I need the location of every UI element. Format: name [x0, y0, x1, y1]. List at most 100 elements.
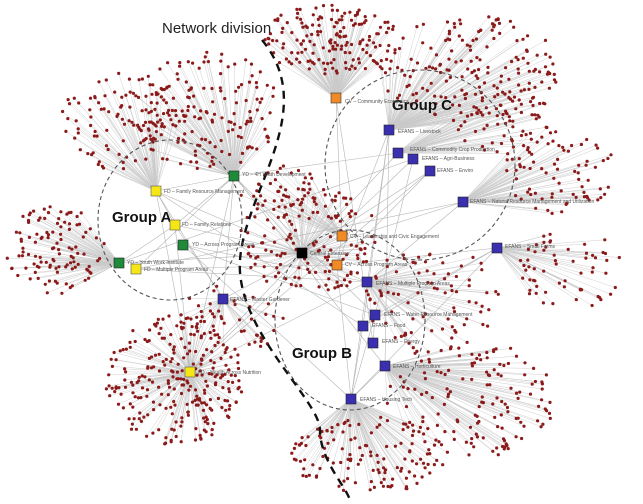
leaf-node — [475, 111, 479, 115]
hub-efans-agribiz[interactable] — [407, 153, 419, 165]
hub-cv-community[interactable] — [330, 92, 342, 104]
edge — [388, 113, 435, 131]
leaf-node — [172, 351, 176, 355]
hub-efans-natural[interactable] — [457, 196, 469, 208]
hub-cv-across[interactable] — [331, 259, 343, 271]
hub-edge — [182, 244, 352, 400]
leaf-node — [533, 113, 537, 117]
leaf-node — [290, 30, 294, 35]
leaf-node — [461, 377, 465, 381]
edge — [74, 98, 157, 192]
edge — [188, 106, 235, 177]
edge — [114, 92, 157, 192]
leaf-node — [147, 339, 151, 343]
leaf-node — [557, 181, 561, 185]
leaf-node — [200, 137, 204, 141]
leaf-node — [480, 268, 484, 272]
leaf-node — [127, 77, 131, 81]
leaf-node — [598, 187, 602, 191]
hub-efans-livestock[interactable] — [383, 124, 395, 136]
leaf-node — [429, 46, 433, 50]
leaf-node — [345, 273, 349, 278]
leaf-node — [92, 134, 96, 138]
hub-fd-family-mgmt[interactable] — [150, 185, 162, 197]
leaf-node — [75, 214, 79, 219]
hub-fd-health[interactable] — [184, 366, 196, 378]
leaf-node — [467, 284, 471, 288]
hub-label-efans-enviro: EFANS – Enviro — [437, 168, 473, 174]
leaf-node — [526, 34, 530, 38]
edge — [366, 281, 396, 338]
leaf-node — [282, 215, 286, 219]
leaf-node — [481, 322, 485, 327]
leaf-node — [423, 466, 427, 470]
leaf-node — [317, 285, 321, 289]
leaf-node — [526, 258, 530, 262]
leaf-node — [237, 85, 241, 89]
edge — [462, 132, 551, 203]
leaf-node — [528, 166, 532, 171]
leaf-node — [469, 441, 473, 445]
leaf-node — [447, 68, 451, 72]
leaf-node — [430, 281, 434, 285]
leaf-node — [179, 320, 183, 324]
hub-efans-master[interactable] — [217, 293, 229, 305]
hub-yd-4h[interactable] — [228, 170, 240, 182]
leaf-node — [323, 67, 327, 71]
leaf-node — [103, 94, 107, 98]
leaf-node — [327, 49, 331, 53]
leaf-node — [431, 66, 435, 70]
edge — [300, 252, 303, 286]
hub-efans-water[interactable] — [369, 309, 381, 321]
hub-fd-family-rel[interactable] — [169, 219, 181, 231]
leaf-node — [432, 463, 436, 467]
hub-efans-energy[interactable] — [367, 337, 379, 349]
hub-efans-small[interactable] — [491, 242, 503, 254]
edge — [350, 398, 398, 468]
edge — [296, 9, 337, 99]
leaf-node — [538, 70, 542, 74]
leaf-node — [342, 26, 346, 30]
leaf-node — [486, 324, 490, 328]
leaf-node — [208, 140, 212, 144]
edge — [350, 398, 426, 468]
hub-efans-food[interactable] — [357, 320, 369, 332]
leaf-node — [219, 356, 223, 360]
edge — [388, 104, 453, 131]
leaf-node — [181, 138, 185, 142]
edge — [462, 186, 583, 203]
leaf-node — [494, 347, 498, 351]
leaf-node — [446, 272, 450, 276]
hub-cv-leadership[interactable] — [336, 230, 348, 242]
leaf-node — [65, 212, 69, 216]
leaf-node — [395, 466, 399, 470]
hub-central-extension[interactable] — [296, 247, 308, 259]
edge — [350, 398, 386, 470]
leaf-node — [205, 384, 209, 388]
leaf-node — [447, 29, 451, 33]
hub-fd-multiple[interactable] — [130, 263, 142, 275]
hub-edge — [350, 325, 364, 400]
edge — [496, 247, 555, 256]
leaf-node — [57, 217, 61, 221]
leaf-node — [465, 43, 469, 47]
edge — [462, 161, 534, 203]
leaf-node — [248, 110, 252, 114]
leaf-node — [169, 440, 173, 444]
edge — [177, 142, 235, 177]
leaf-node — [298, 203, 302, 207]
hub-yd-youth-work[interactable] — [113, 257, 125, 269]
leaf-node — [144, 137, 148, 141]
hub-label-cv-leadership: CV – Leadership and Civic Engagement — [350, 234, 440, 240]
hub-efans-horticulture[interactable] — [379, 360, 391, 372]
leaf-node — [508, 97, 513, 101]
edge — [462, 172, 579, 203]
leaf-node — [383, 20, 387, 24]
hub-efans-multiple[interactable] — [361, 276, 373, 288]
hub-efans-enviro[interactable] — [424, 165, 436, 177]
hub-efans-housing[interactable] — [345, 393, 357, 405]
hub-efans-commodity[interactable] — [392, 147, 404, 159]
leaf-node — [216, 340, 220, 344]
leaf-node — [428, 471, 432, 475]
hub-yd-across[interactable] — [177, 239, 189, 251]
